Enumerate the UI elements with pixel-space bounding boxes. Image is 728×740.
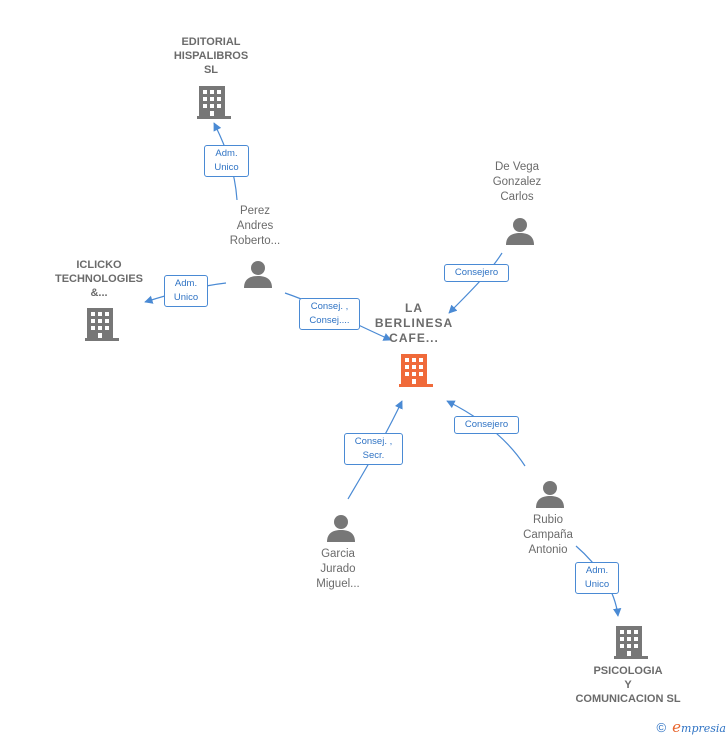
edge-devega-center bbox=[448, 252, 503, 314]
edge-label-devega-center[interactable]: Consejero bbox=[444, 264, 509, 282]
person-icon[interactable] bbox=[326, 513, 356, 543]
edge-label-rubio-center[interactable]: Consejero bbox=[454, 416, 519, 434]
person-perez-andres-roberto-name[interactable]: Perez Andres Roberto... bbox=[229, 205, 281, 247]
person-garcia-jurado-miguel-name[interactable]: Garcia Jurado Miguel... bbox=[316, 548, 360, 590]
company-iclicko-technologies-name[interactable]: ICLICKO TECHNOLOGIES &... bbox=[54, 259, 143, 299]
edge-label-perez-iclicko[interactable]: Adm. Unico bbox=[164, 275, 208, 307]
person-icon[interactable] bbox=[535, 479, 565, 509]
center-company-name[interactable]: LA BERLINESA CAFE... bbox=[374, 301, 454, 345]
building-icon[interactable] bbox=[614, 624, 648, 660]
company-editorial-hispalibros-name[interactable]: EDITORIAL HISPALIBROS SL bbox=[173, 36, 249, 76]
person-de-vega-gonzalez-carlos-name[interactable]: De Vega Gonzalez Carlos bbox=[492, 161, 542, 203]
person-icon[interactable] bbox=[243, 259, 273, 289]
edge-label-rubio-psicologia[interactable]: Adm. Unico bbox=[575, 562, 619, 594]
edge-label-perez-center[interactable]: Consej. , Consej.... bbox=[299, 298, 360, 330]
edge-label-perez-editorial[interactable]: Adm. Unico bbox=[204, 145, 249, 177]
empresia-watermark: © empresia bbox=[656, 718, 726, 736]
person-rubio-campana-antonio-name[interactable]: Rubio Campaña Antonio bbox=[523, 514, 573, 556]
company-psicologia-comunicacion-name[interactable]: PSICOLOGIA Y COMUNICACION SL bbox=[575, 665, 681, 705]
empresia-logo: empresia bbox=[672, 718, 726, 736]
building-icon[interactable] bbox=[399, 352, 433, 388]
building-icon[interactable] bbox=[197, 84, 231, 120]
building-icon[interactable] bbox=[85, 306, 119, 342]
copyright-icon: © bbox=[656, 720, 667, 735]
person-icon[interactable] bbox=[505, 216, 535, 246]
edge-label-garcia-center[interactable]: Consej. , Secr. bbox=[344, 433, 403, 465]
